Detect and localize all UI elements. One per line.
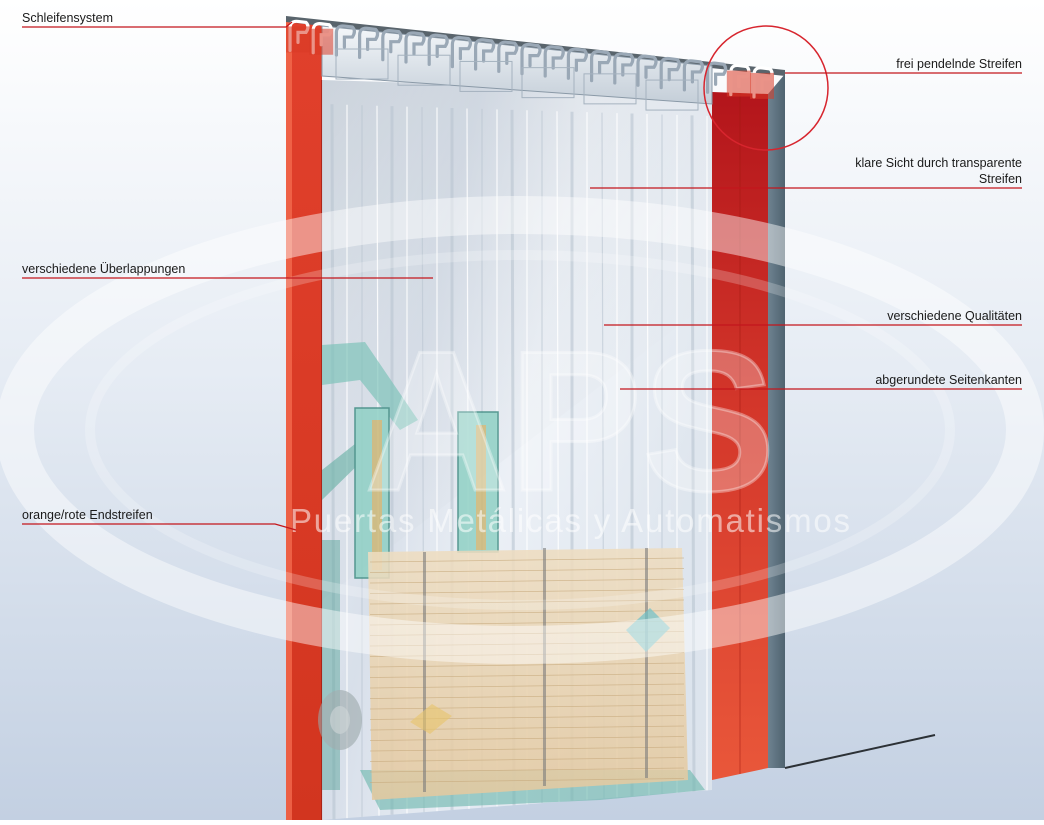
hook-loop	[358, 26, 380, 59]
pallet-layer-line	[369, 662, 685, 668]
pallet-layer-line	[369, 641, 685, 647]
red-hook-backing	[726, 70, 751, 97]
pallet-boxes	[368, 548, 688, 800]
pallet-layer-line	[369, 652, 685, 657]
red-circle-highlight	[703, 25, 829, 151]
watermark-logo: APS	[364, 310, 775, 533]
hook-loop	[520, 42, 542, 76]
rail-panel	[397, 54, 451, 86]
right-wall	[768, 74, 936, 769]
leader-lines	[22, 21, 1022, 531]
left-end-strip	[286, 20, 323, 820]
hook-loop	[404, 31, 426, 64]
hook-loop	[636, 54, 658, 87]
right-end-strip	[712, 92, 768, 780]
pallet-layer-line	[369, 757, 685, 762]
label-endstreifen: orange/rote Endstreifen	[22, 508, 153, 522]
pallet-layer-line	[369, 694, 685, 699]
hook-loop	[659, 56, 681, 90]
label-verschiedene-ueberlappungen: verschiedene Überlappungen	[22, 262, 185, 276]
hook-loop	[381, 28, 403, 62]
pallet-layer-line	[369, 568, 685, 573]
pallet-layer-line	[369, 557, 685, 563]
pallet-layer-line	[369, 736, 685, 741]
callout-labels: Schleifensystem frei pendelnde Streifen …	[22, 11, 1022, 522]
label-klare-sicht-line1: klare Sicht durch transparente	[855, 156, 1022, 170]
pallet-layer-line	[369, 578, 685, 584]
watermark: APS Puertas Metálicas y Automatismos	[0, 196, 1044, 664]
pallet-layer-line	[369, 599, 685, 605]
rail-panel	[521, 67, 575, 99]
hook-loop	[566, 47, 588, 80]
rail-panel	[459, 60, 513, 92]
pallet-layer-line	[369, 620, 685, 626]
red-hook-backing	[750, 72, 774, 99]
pallet-layer-line	[369, 683, 685, 689]
hook-loops	[286, 19, 774, 111]
hook-loop	[497, 40, 519, 73]
pallet-layer-line	[369, 767, 685, 773]
hook-loop	[613, 52, 635, 85]
hook-loop	[590, 49, 612, 83]
pallet-layer-line	[369, 589, 685, 594]
watermark-tagline: Puertas Metálicas y Automatismos	[290, 502, 850, 539]
label-schleifensystem: Schleifensystem	[22, 11, 113, 25]
pallet-layer-line	[369, 610, 685, 615]
pallet-layer-line	[369, 746, 685, 752]
rail-panel	[645, 79, 699, 111]
rail-panel	[335, 48, 389, 80]
hook-loop	[474, 38, 496, 71]
red-hook-backing	[286, 26, 310, 53]
hook-loop	[450, 35, 472, 69]
label-frei-pendelnde-streifen: frei pendelnde Streifen	[896, 57, 1022, 71]
label-abgerundete-seitenkanten: abgerundete Seitenkanten	[875, 373, 1022, 387]
pallet-layer-line	[369, 778, 685, 783]
top-rail	[286, 16, 785, 111]
rail-panel	[583, 73, 637, 105]
hook-loop	[682, 59, 704, 92]
hook-loop	[427, 33, 449, 66]
curtain-strip-line	[690, 115, 696, 792]
label-klare-sicht-line2: Streifen	[979, 172, 1022, 186]
pallet-layer-line	[369, 673, 685, 678]
hook-loop	[543, 45, 565, 78]
label-verschiedene-qualitaeten: verschiedene Qualitäten	[887, 309, 1022, 323]
red-hook-backing	[309, 28, 334, 55]
pallet-layer-line	[369, 704, 685, 710]
hook-loop	[334, 24, 356, 57]
